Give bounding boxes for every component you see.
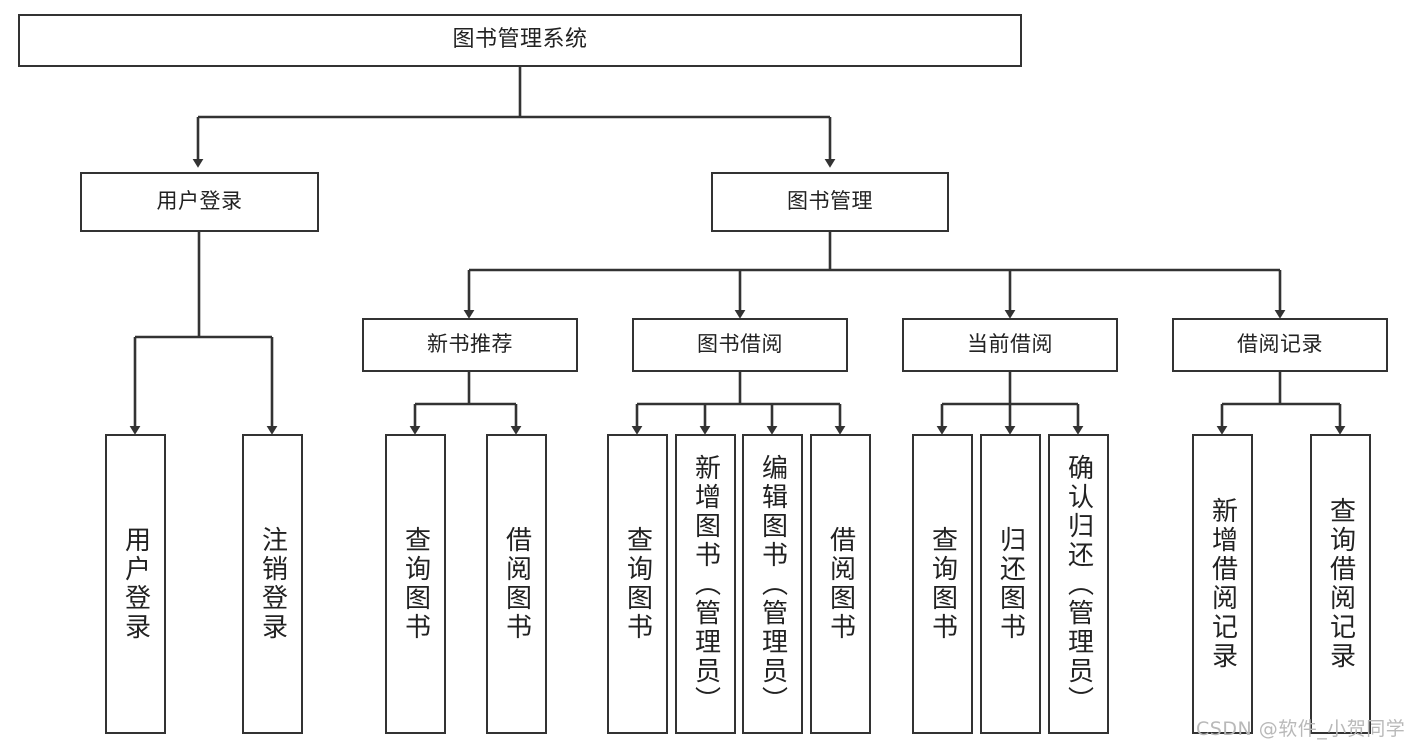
leaf-current-query-book[interactable]: 查询图书	[912, 434, 973, 734]
node-borrow-records[interactable]: 借阅记录	[1172, 318, 1388, 372]
leaf-borrow-add-book-admin[interactable]: 新增图书（管理员）	[675, 434, 736, 734]
leaf-current-return-book[interactable]: 归还图书	[980, 434, 1041, 734]
leaf-borrow-edit-book-admin[interactable]: 编辑图书（管理员）	[742, 434, 803, 734]
leaf-borrow-query-book[interactable]: 查询图书	[607, 434, 668, 734]
node-label: 借阅记录	[1237, 332, 1323, 357]
leaf-records-query-record[interactable]: 查询借阅记录	[1310, 434, 1371, 734]
node-label: 借阅图书	[825, 526, 856, 642]
node-label: 新增图书（管理员）	[690, 453, 721, 715]
leaf-records-add-record[interactable]: 新增借阅记录	[1192, 434, 1253, 734]
leaf-new-book-query[interactable]: 查询图书	[385, 434, 446, 734]
node-label: 确认归还（管理员）	[1063, 453, 1094, 715]
node-label: 新增借阅记录	[1207, 497, 1238, 671]
node-label: 查询借阅记录	[1325, 497, 1356, 671]
leaf-user-login-signin[interactable]: 用户登录	[105, 434, 166, 734]
node-root-system[interactable]: 图书管理系统	[18, 14, 1022, 67]
leaf-user-login-signout[interactable]: 注销登录	[242, 434, 303, 734]
node-book-borrow[interactable]: 图书借阅	[632, 318, 848, 372]
node-label: 当前借阅	[967, 332, 1053, 357]
leaf-current-confirm-return-admin[interactable]: 确认归还（管理员）	[1048, 434, 1109, 734]
node-label: 注销登录	[257, 526, 288, 642]
leaf-borrow-borrow-book[interactable]: 借阅图书	[810, 434, 871, 734]
node-new-book-recommend[interactable]: 新书推荐	[362, 318, 578, 372]
node-current-borrow[interactable]: 当前借阅	[902, 318, 1118, 372]
node-label: 归还图书	[995, 526, 1026, 642]
node-label: 图书管理	[787, 189, 873, 214]
node-label: 用户登录	[156, 189, 243, 214]
node-label: 查询图书	[927, 526, 958, 642]
node-label: 新书推荐	[427, 332, 513, 357]
node-label: 查询图书	[400, 526, 431, 642]
leaf-new-book-borrow[interactable]: 借阅图书	[486, 434, 547, 734]
node-label: 编辑图书（管理员）	[757, 453, 788, 715]
node-label: 图书管理系统	[452, 27, 588, 53]
node-label: 图书借阅	[697, 332, 783, 357]
node-label: 查询图书	[622, 526, 653, 642]
node-user-login[interactable]: 用户登录	[80, 172, 319, 232]
node-label: 用户登录	[120, 526, 151, 642]
node-book-management[interactable]: 图书管理	[711, 172, 949, 232]
node-label: 借阅图书	[501, 526, 532, 642]
csdn-watermark: CSDN @软件_小贺同学	[1196, 718, 1405, 740]
